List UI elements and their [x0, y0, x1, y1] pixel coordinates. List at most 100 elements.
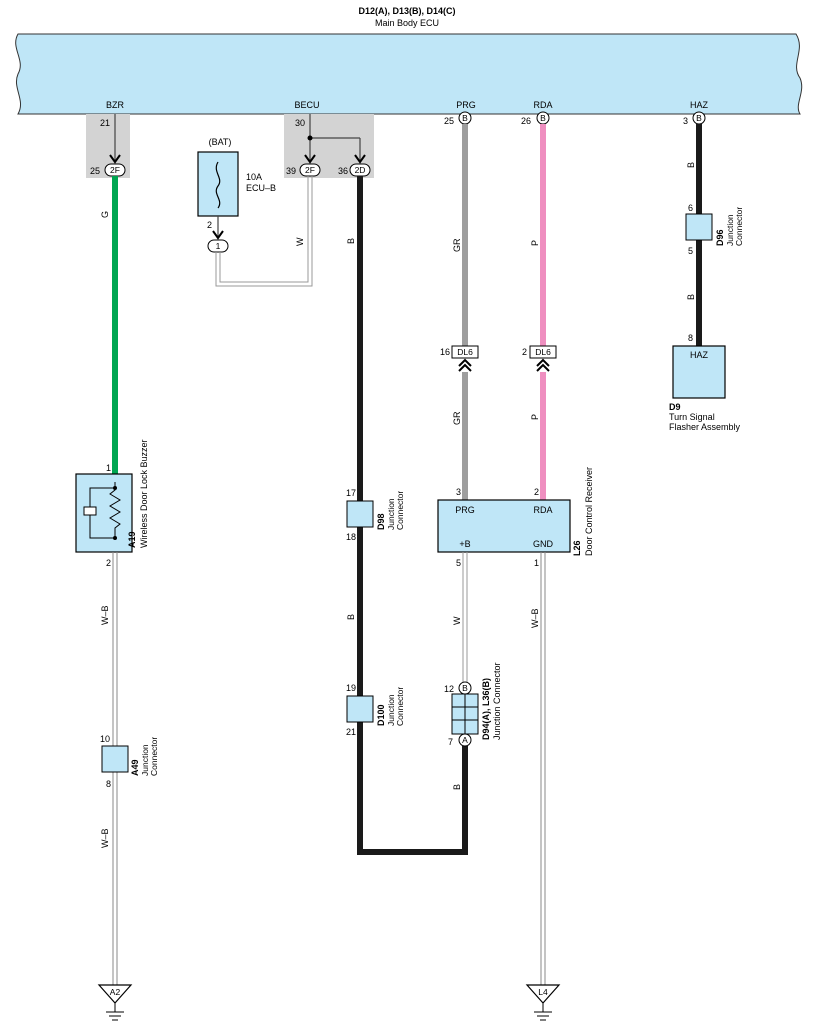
pin-36: 36	[338, 166, 348, 176]
l26-code: L26	[572, 540, 582, 556]
d98-name1: Junction	[386, 498, 396, 530]
pin-39: 39	[286, 166, 296, 176]
wire-color-g: G	[100, 211, 110, 218]
pin-1-gnd: 1	[534, 558, 539, 568]
ground-connector-l4	[525, 984, 561, 1004]
connector-b-label: B	[462, 113, 468, 123]
wire-color-b: B	[346, 238, 356, 244]
pin-3: 3	[456, 487, 461, 497]
pin-7: 7	[448, 737, 453, 747]
ground-a2-label: A2	[110, 987, 121, 997]
connector-a-d94	[458, 733, 472, 747]
a49-name1: Junction	[140, 744, 150, 776]
d94-name: Junction Connector	[492, 662, 502, 740]
a49-name2: Connector	[149, 737, 159, 776]
chevron-up-icon	[536, 358, 550, 372]
wire-color-wb: W–B	[530, 608, 540, 628]
splice-dot	[113, 486, 117, 490]
pin-26: 26	[521, 116, 531, 126]
arrow-icon	[304, 154, 316, 164]
ground-l4-label: L4	[538, 987, 548, 997]
ecu-pin-becu: BECU	[294, 100, 319, 110]
connector-a-label: A	[462, 735, 468, 745]
ecu-pin-rda: RDA	[533, 100, 552, 110]
wire-w-outer	[215, 176, 313, 287]
wire-color-wb: W–B	[100, 605, 110, 625]
d9-name2: Flasher Assembly	[669, 422, 741, 432]
wire-color-wb: W–B	[100, 828, 110, 848]
pin-5-l26: 5	[456, 558, 461, 568]
pin-3-haz: 3	[683, 116, 688, 126]
pin-5-d96: 5	[688, 246, 693, 256]
l26-pin-b: +B	[459, 539, 470, 549]
d94-code: D94(A), L36(B)	[481, 678, 491, 740]
junction-connector-d96	[685, 213, 713, 241]
connector-2d-label: 2D	[355, 165, 366, 175]
fuse-source: (BAT)	[209, 137, 232, 147]
d98-code: D98	[376, 513, 386, 530]
ground-connector-a2	[97, 984, 133, 1004]
arrow-icon	[212, 230, 224, 240]
pin-2-a19: 2	[106, 558, 111, 568]
pin-10: 10	[100, 734, 110, 744]
ecu-name: Main Body ECU	[375, 18, 439, 28]
d100-code: D100	[376, 704, 386, 726]
d100-name1: Junction	[386, 694, 396, 726]
pin-2-dl6: 2	[522, 347, 527, 357]
d98-name2: Connector	[395, 491, 405, 530]
fuse-name: ECU–B	[246, 183, 276, 193]
wire-color-b: B	[686, 162, 696, 168]
a19-code: A19	[127, 531, 137, 548]
fuse-rating: 10A	[246, 172, 262, 182]
junction-connector-a49	[101, 745, 129, 773]
pin-21-d100: 21	[346, 727, 356, 737]
pin-6: 6	[688, 203, 693, 213]
ecu-pin-bzr: BZR	[106, 100, 125, 110]
wire-color-gr: GR	[452, 411, 462, 425]
pin-1-a19: 1	[106, 463, 111, 473]
pin-2-l26: 2	[534, 487, 539, 497]
wire-color-b: B	[452, 784, 462, 790]
arrow-icon	[109, 154, 121, 164]
junction-connector-d98	[346, 500, 374, 528]
connector-dl6-prg	[451, 345, 479, 359]
connector-dl6-rda	[529, 345, 557, 359]
a49-code: A49	[130, 759, 140, 776]
fuse-icon	[215, 161, 221, 209]
l26-pin-prg: PRG	[455, 505, 475, 515]
wire-color-b: B	[346, 614, 356, 620]
connector-dl6-label: DL6	[535, 347, 551, 357]
arrow-icon	[354, 154, 366, 164]
l26-pin-rda: RDA	[533, 505, 552, 515]
pin-19: 19	[346, 683, 356, 693]
turn-signal-flasher-assembly	[672, 345, 726, 399]
connector-2f-becu	[299, 163, 321, 177]
connector-1-label: 1	[216, 241, 221, 251]
connector-b-label: B	[540, 113, 546, 123]
connector-b-label: B	[462, 683, 468, 693]
main-body-ecu	[15, 33, 803, 115]
wire-color-w: W	[452, 616, 462, 625]
ecu-pin-haz: HAZ	[690, 100, 709, 110]
resistor-icon	[109, 482, 121, 538]
wire-color-p: P	[530, 414, 540, 420]
d96-name2: Connector	[734, 207, 744, 246]
wire-color-w: W	[295, 237, 305, 246]
chevron-up-icon	[458, 358, 472, 372]
connector-dl6-label: DL6	[457, 347, 473, 357]
pin-30: 30	[295, 118, 305, 128]
a19-name: Wireless Door Lock Buzzer	[139, 439, 149, 548]
pin-25: 25	[90, 166, 100, 176]
d9-name1: Turn Signal	[669, 412, 715, 422]
connector-2f-label: 2F	[305, 165, 315, 175]
door-control-receiver	[437, 499, 571, 553]
splice-dot	[113, 536, 117, 540]
pin-8: 8	[688, 333, 693, 343]
pin-12: 12	[444, 684, 454, 694]
wire-color-gr: GR	[452, 238, 462, 252]
wire-color-b: B	[686, 294, 696, 300]
l26-pin-gnd: GND	[533, 539, 554, 549]
connector-b-label: B	[696, 113, 702, 123]
pin-21: 21	[100, 118, 110, 128]
